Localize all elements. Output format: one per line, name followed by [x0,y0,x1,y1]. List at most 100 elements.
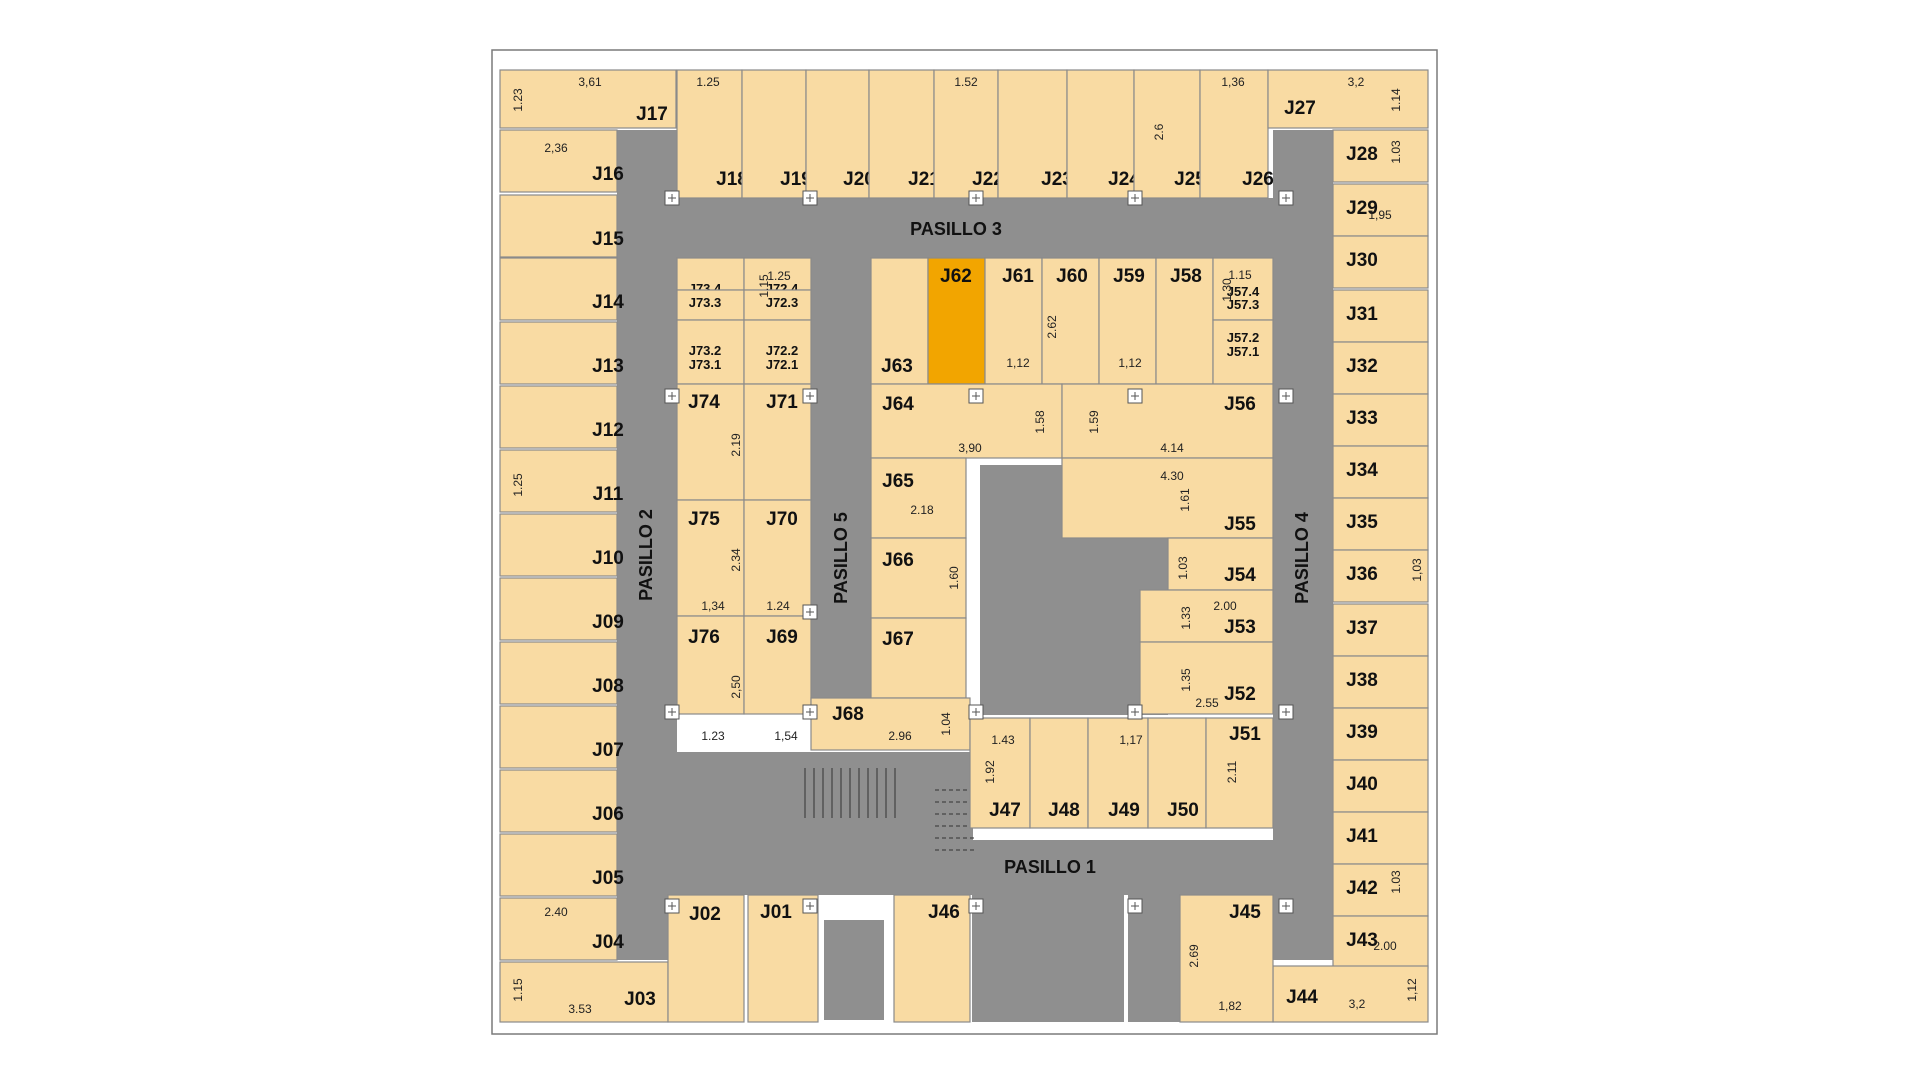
unit-label-j28[interactable]: J28 [1346,144,1378,165]
unit-j19[interactable] [741,69,807,199]
unit-label-j17[interactable]: J17 [636,104,668,125]
unit-j75[interactable] [676,499,745,617]
unit-label-j53[interactable]: J53 [1224,617,1256,638]
unit-j59[interactable] [1098,257,1157,385]
unit-j46[interactable] [893,894,971,1023]
unit-label-j33[interactable]: J33 [1346,408,1378,429]
unit-j72-3[interactable] [743,289,812,321]
unit-label-j57-4[interactable]: J57.4 [1227,284,1260,299]
unit-label-j32[interactable]: J32 [1346,356,1378,377]
unit-j05[interactable] [499,833,618,897]
unit-j15[interactable] [499,194,618,258]
unit-j16[interactable] [499,129,618,193]
unit-label-j52[interactable]: J52 [1224,684,1256,705]
unit-label-j38[interactable]: J38 [1346,670,1378,691]
unit-label-j47[interactable]: J47 [989,800,1021,821]
unit-label-j65[interactable]: J65 [882,471,914,492]
unit-j65[interactable] [870,457,967,539]
unit-label-j48[interactable]: J48 [1048,800,1080,821]
unit-label-j64[interactable]: J64 [882,394,914,415]
unit-label-j58[interactable]: J58 [1170,266,1202,287]
unit-j68[interactable] [810,697,971,751]
unit-j23[interactable] [997,69,1068,199]
unit-label-j22[interactable]: J22 [972,169,1004,190]
unit-label-j07[interactable]: J07 [592,740,624,761]
unit-j45[interactable] [1179,894,1274,1023]
unit-label-j15[interactable]: J15 [592,229,624,250]
unit-label-j24[interactable]: J24 [1108,169,1140,190]
unit-j35[interactable] [1332,497,1429,551]
unit-label-j10[interactable]: J10 [592,548,624,569]
unit-j47[interactable] [969,717,1031,829]
unit-label-j69[interactable]: J69 [766,627,798,648]
unit-label-j57-3[interactable]: J57.3 [1227,297,1260,312]
unit-label-j57-2[interactable]: J57.2 [1227,330,1260,345]
unit-label-j72-3[interactable]: J72.3 [766,295,799,310]
unit-j70[interactable] [743,499,812,617]
unit-j18[interactable] [676,69,743,199]
unit-label-j45[interactable]: J45 [1229,902,1261,923]
unit-j60[interactable] [1041,257,1100,385]
unit-label-j54[interactable]: J54 [1224,565,1256,586]
unit-j67[interactable] [870,617,967,699]
unit-j34[interactable] [1332,445,1429,499]
unit-j54[interactable] [1167,537,1274,591]
unit-j03[interactable] [499,961,669,1023]
unit-label-j72-2[interactable]: J72.2 [766,343,799,358]
unit-j71[interactable] [743,383,812,501]
unit-j39[interactable] [1332,707,1429,761]
unit-j22[interactable] [933,69,999,199]
unit-label-j70[interactable]: J70 [766,509,798,530]
unit-j14[interactable] [499,257,618,321]
unit-j30[interactable] [1332,235,1429,289]
unit-j04[interactable] [499,897,618,961]
unit-j01[interactable] [747,894,819,1023]
unit-label-j26[interactable]: J26 [1242,169,1274,190]
unit-label-j46[interactable]: J46 [928,902,960,923]
unit-label-j16[interactable]: J16 [592,164,624,185]
unit-j25[interactable] [1133,69,1201,199]
unit-j72-2[interactable] [743,319,812,385]
unit-label-j56[interactable]: J56 [1224,394,1256,415]
unit-label-j12[interactable]: J12 [592,420,624,441]
unit-j07[interactable] [499,705,618,769]
unit-label-j66[interactable]: J66 [882,550,914,571]
unit-j76[interactable] [676,615,745,715]
unit-label-j14[interactable]: J14 [592,292,624,313]
unit-label-j57-1[interactable]: J57.1 [1227,344,1260,359]
unit-label-j04[interactable]: J04 [592,932,624,953]
unit-label-j44[interactable]: J44 [1286,987,1318,1008]
unit-j36[interactable] [1332,549,1429,603]
unit-label-j74[interactable]: J74 [688,392,720,413]
unit-j20[interactable] [805,69,870,199]
unit-j08[interactable] [499,641,618,705]
unit-label-j68[interactable]: J68 [832,704,864,725]
unit-label-j51[interactable]: J51 [1229,724,1261,745]
unit-label-j20[interactable]: J20 [843,169,875,190]
unit-j27[interactable] [1267,69,1429,129]
unit-j51[interactable] [1205,717,1274,829]
unit-label-j08[interactable]: J08 [592,676,624,697]
unit-label-j01[interactable]: J01 [760,902,792,923]
unit-label-j05[interactable]: J05 [592,868,624,889]
unit-label-j41[interactable]: J41 [1346,826,1378,847]
unit-j55[interactable] [1061,457,1274,539]
unit-label-j27[interactable]: J27 [1284,98,1316,119]
unit-label-j62[interactable]: J62 [940,266,972,287]
unit-j43[interactable] [1332,915,1429,969]
unit-label-j42[interactable]: J42 [1346,878,1378,899]
unit-j73-3[interactable] [676,289,745,321]
unit-label-j06[interactable]: J06 [592,804,624,825]
unit-label-j75[interactable]: J75 [688,509,720,530]
unit-label-j34[interactable]: J34 [1346,460,1378,481]
unit-label-j11[interactable]: J11 [593,484,624,505]
unit-j26[interactable] [1199,69,1269,199]
unit-label-j76[interactable]: J76 [688,627,720,648]
unit-label-j23[interactable]: J23 [1041,169,1073,190]
unit-j66[interactable] [870,537,967,619]
unit-label-j73-3[interactable]: J73.3 [689,295,722,310]
unit-label-j72-1[interactable]: J72.1 [766,357,799,372]
unit-label-j02[interactable]: J02 [689,904,721,925]
unit-j12[interactable] [499,385,618,449]
unit-j56[interactable] [1061,383,1274,459]
